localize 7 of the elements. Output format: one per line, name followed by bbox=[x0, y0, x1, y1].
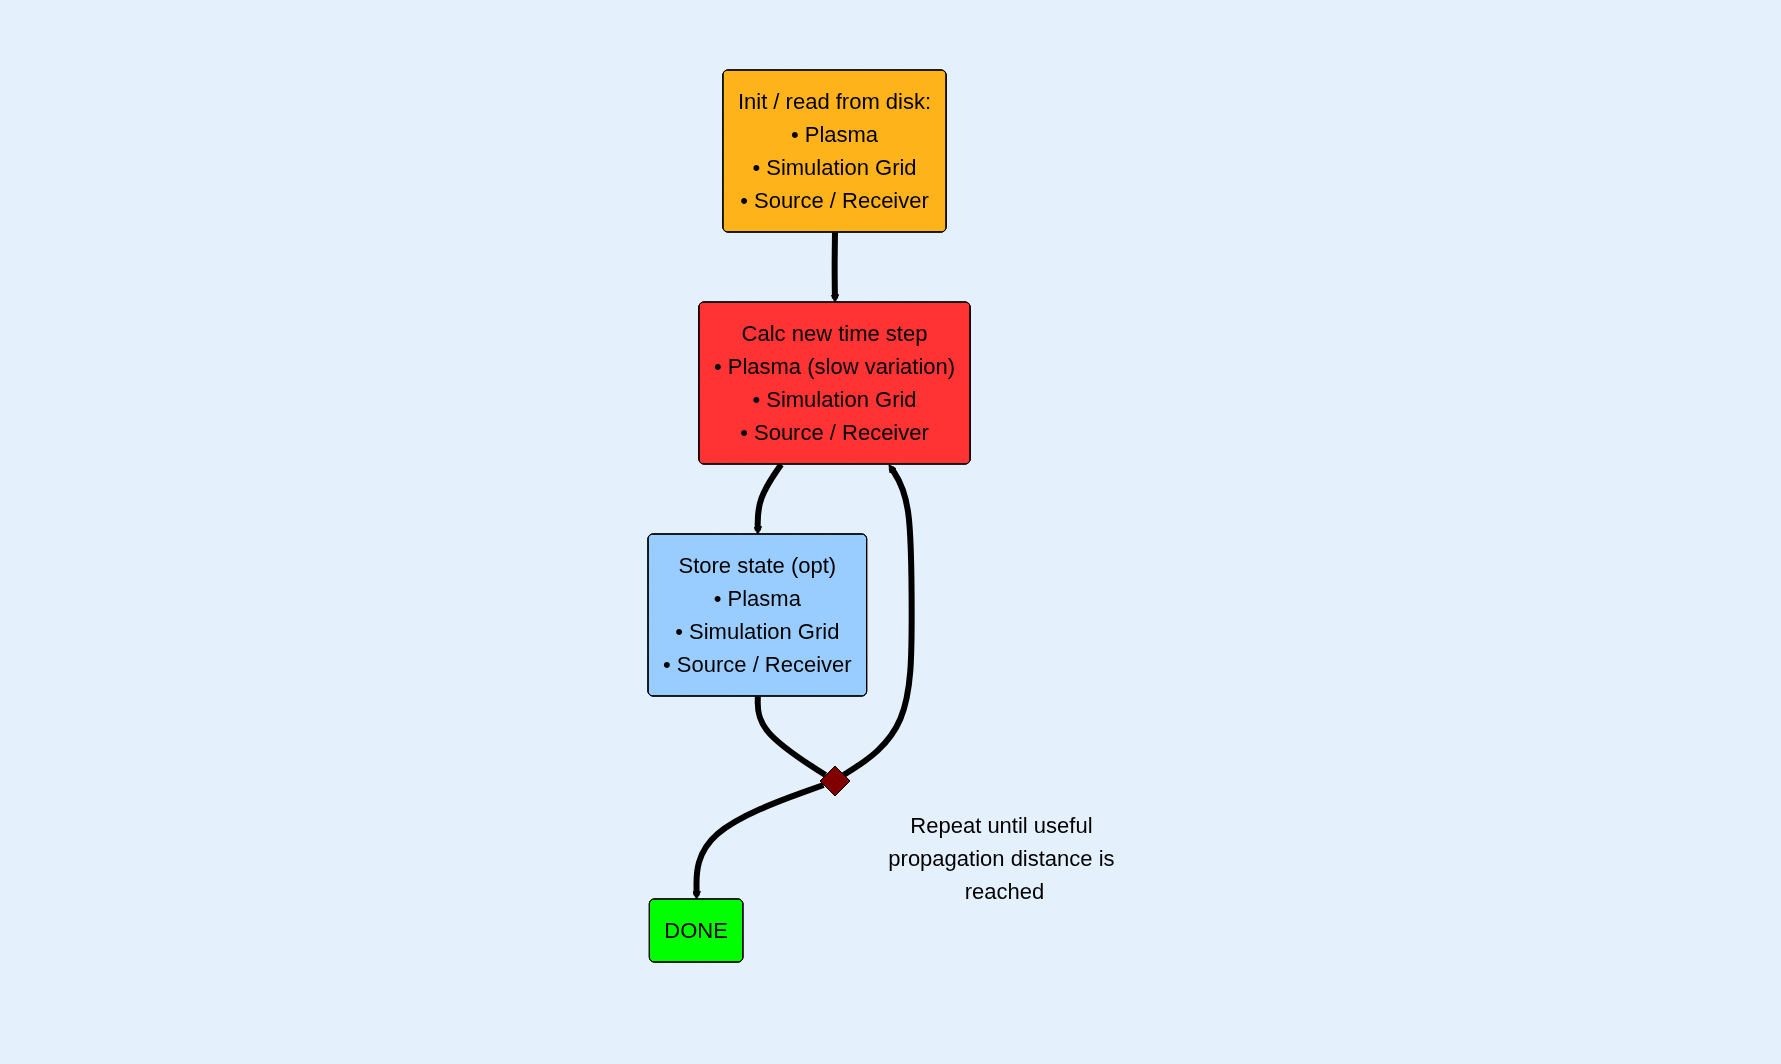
arrow bbox=[753, 462, 784, 535]
arrow bbox=[842, 463, 915, 778]
connector bbox=[754, 695, 828, 778]
arrow bbox=[830, 231, 840, 303]
arrow bbox=[692, 781, 825, 900]
node-label: Repeat until useful propagation distance is reached bbox=[888, 812, 1115, 904]
node-diamond bbox=[819, 765, 851, 796]
